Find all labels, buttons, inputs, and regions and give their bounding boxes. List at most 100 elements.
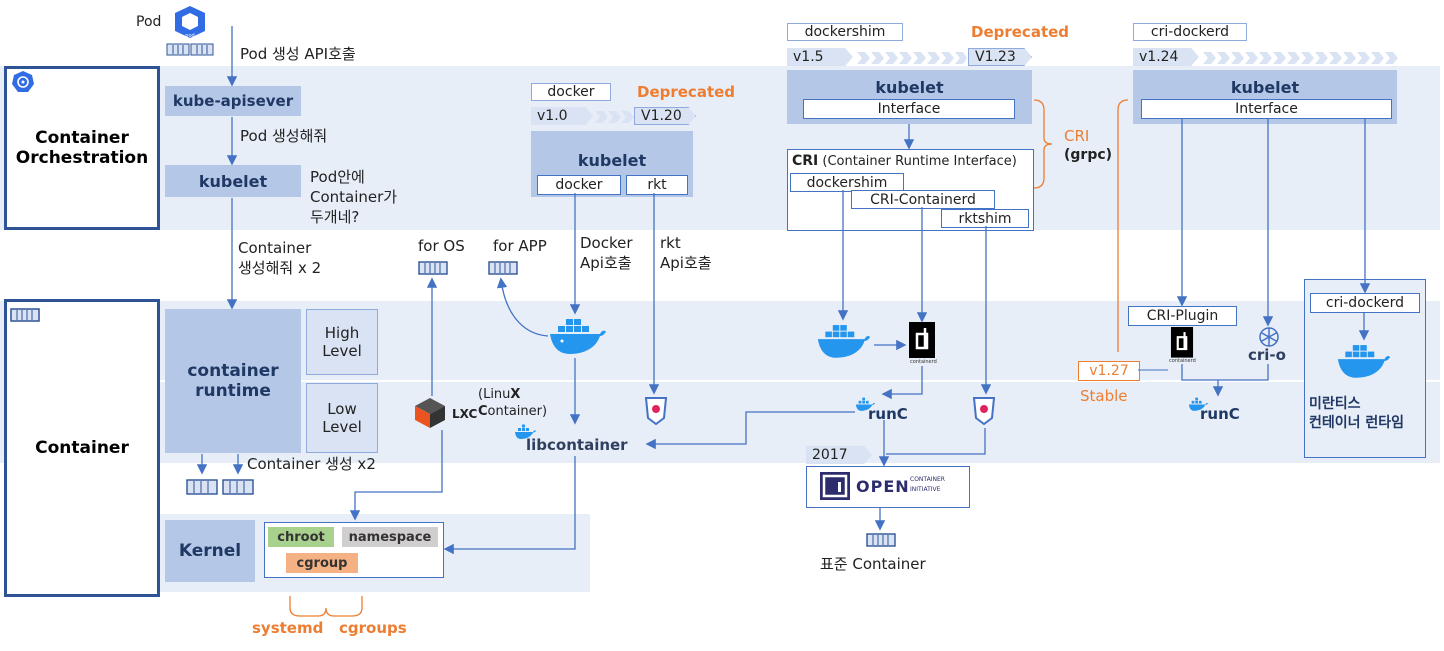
cri-rktshim-box: rktshim [941, 209, 1029, 228]
containerd-logo-icon [909, 322, 935, 362]
make-container-line1: Container [238, 239, 312, 257]
mirantis-cri-dockerd-box: cri-dockerd [1310, 293, 1420, 313]
container-layer-title: Container [35, 438, 129, 458]
docker-timeline-chevrons [595, 109, 635, 123]
systemd-label: systemd [252, 619, 324, 637]
dockershim-version-from: v1.5 [787, 48, 853, 66]
libcontainer-label: libcontainer [526, 436, 628, 454]
namespace-tag: namespace [342, 527, 438, 547]
kubelet-docker-driver: docker [537, 175, 621, 195]
kube-apiserver-block: kube-apisever [165, 86, 301, 116]
pod-containers-icon [166, 41, 214, 56]
cri-dockerd-version-label: cri-dockerd [1133, 23, 1247, 41]
make-container-line2: 생성해줘 x 2 [238, 259, 322, 277]
cri-title-rest: (Container Runtime Interface) [818, 154, 1017, 169]
docker-api-line2: Api호출 [580, 254, 632, 272]
kubelet-block-left: kubelet [165, 165, 301, 197]
kubelet-rkt-driver: rkt [626, 175, 688, 195]
std-container-icon [866, 532, 896, 548]
std-container-label: 표준 Container [820, 555, 926, 573]
mirantis-line2: 컨테이너 런타임 [1309, 415, 1405, 431]
for-os-label: for OS [418, 237, 465, 255]
high-level-line2: Level [322, 342, 362, 360]
oci-year-label: 2017 [806, 446, 872, 464]
docker-version-label: docker [531, 83, 611, 101]
mirantis-whale-icon [1336, 340, 1392, 380]
cri-dockerd-timeline-chevrons [1203, 50, 1403, 64]
lxc-desc-line1-x: X [510, 387, 521, 402]
cri-o-icon [1258, 326, 1280, 348]
docker-version-from: v1.0 [531, 107, 593, 125]
lxc-desc-line1-u: u [502, 387, 511, 402]
low-level-line1: Low [327, 400, 357, 418]
lxc-desc-line2-c: C [478, 404, 488, 419]
make-pod-label: Pod 생성해줘 [240, 127, 328, 145]
cri-title: CRI (Container Runtime Interface) [792, 153, 1017, 171]
right-kubelet-interface: Interface [1141, 99, 1392, 119]
lxc-logo-text: LXC [452, 407, 478, 421]
lxc-desc-line1: (LinuX [478, 387, 520, 403]
container-orchestration-box: Container Orchestration [4, 66, 160, 230]
container-make-x2-label: Container 생성 x2 [247, 455, 376, 473]
right-containerd-logo-icon [1170, 327, 1194, 361]
cri-kubelet-interface: Interface [803, 99, 1015, 119]
docker-deprecated-label: Deprecated [637, 83, 736, 101]
libcontainer-whale-icon [514, 424, 536, 439]
cgroups-label: cgroups [339, 619, 407, 637]
rkt-api-line2: Api호출 [660, 254, 712, 272]
oci-logo-icon [820, 472, 850, 500]
rkt-icon [642, 394, 670, 426]
cri-kubelet-title: kubelet [875, 78, 944, 97]
cri-containerd-box: CRI-Containerd [851, 190, 995, 209]
svg-text:pod: pod [185, 33, 194, 39]
pod-api-call-label: Pod 생성 API호출 [240, 45, 356, 63]
cri-brace-label: CRI [1064, 127, 1090, 145]
os-container-icon [418, 260, 448, 276]
orchestration-title-line2: Orchestration [15, 148, 149, 168]
lxc-logo-icon [413, 396, 447, 430]
mirantis-line1: 미란티스 [1309, 396, 1361, 412]
cri-deprecated-label: Deprecated [971, 23, 1070, 41]
rkt-api-line1: rkt [660, 234, 681, 252]
container-layer-box: Container [4, 299, 160, 597]
pod-icon: pod [172, 4, 208, 44]
cri-runc-whale-icon [855, 396, 875, 411]
right-containerd-caption: containerd [1169, 358, 1196, 364]
container-runtime-line1: container [187, 361, 279, 381]
pod-question-line2: Container가 [310, 188, 398, 206]
kernel-block: Kernel [165, 520, 255, 582]
stable-label: Stable [1080, 387, 1128, 405]
cri-containerd-caption: containerd [910, 359, 937, 365]
chroot-tag: chroot [268, 527, 334, 547]
lxc-desc-line2-post: ontainer) [487, 404, 548, 419]
cri-title-bold: CRI [792, 153, 819, 169]
cgroup-tag: cgroup [286, 553, 358, 573]
dockershim-version-label: dockershim [787, 23, 903, 41]
cri-o-label: cri-o [1248, 346, 1286, 364]
cri-runc-label: runC [868, 405, 908, 423]
container-runtime-line2: runtime [195, 381, 271, 401]
cri-plugin-box: CRI-Plugin [1128, 306, 1237, 326]
low-level-line2: Level [322, 418, 362, 436]
lxc-desc-line2: Container) [478, 404, 547, 420]
high-level-line1: High [324, 324, 360, 342]
oci-small-text1: CONTAINER [910, 476, 945, 483]
pod-question-line3: 두개네? [310, 208, 360, 226]
right-kubelet-title: kubelet [1230, 78, 1300, 97]
oci-big-text: OPEN [856, 477, 910, 496]
right-runc-label: runC [1200, 405, 1240, 423]
cri-rkt-icon [970, 394, 998, 426]
band-divider [160, 380, 1440, 382]
kernel-brace [289, 596, 363, 617]
dockershim-timeline-chevrons [857, 50, 967, 64]
app-container-icon [488, 260, 518, 276]
oci-small-text2: INITIATIVE [910, 486, 941, 493]
kubernetes-icon [11, 70, 35, 94]
container-runtime-block: container runtime [165, 309, 301, 453]
orchestration-title-line1: Container [35, 128, 129, 148]
cri-dockerd-version-from: v1.24 [1133, 48, 1199, 66]
two-containers-icon [186, 478, 254, 496]
docker-whale-icon [548, 314, 608, 356]
low-level-block: Low Level [306, 383, 378, 453]
right-runc-whale-icon [1188, 396, 1208, 411]
